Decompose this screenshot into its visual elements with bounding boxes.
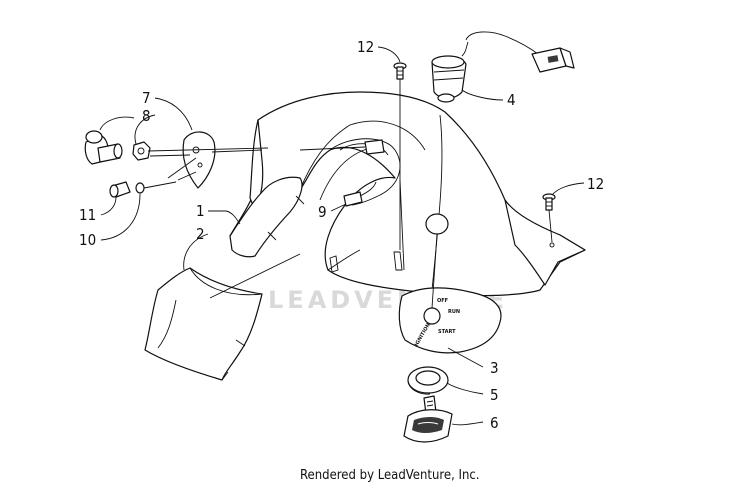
- callout-1: 1: [196, 202, 205, 220]
- callout-6: 6: [490, 414, 499, 432]
- ignition-key: [403, 395, 453, 443]
- run-label: RUN: [448, 309, 460, 315]
- accessory-plug-assembly: [84, 130, 269, 189]
- callout-2: 2: [196, 225, 205, 243]
- callout-3: 3: [490, 359, 499, 377]
- switch-plate: OFF RUN START IGNITION: [398, 233, 502, 354]
- leader-lines: [99, 46, 585, 426]
- ignition-bezel: [407, 366, 449, 395]
- callout-10: 10: [79, 231, 96, 249]
- ignition-switch: [431, 31, 575, 103]
- callout-8: 8: [142, 107, 151, 125]
- callout-4: 4: [507, 91, 516, 109]
- callout-7: 7: [142, 89, 151, 107]
- callout-12-top: 12: [357, 38, 374, 56]
- start-label: START: [438, 329, 456, 335]
- screw-right: [542, 193, 556, 243]
- off-label: OFF: [437, 298, 448, 304]
- cap-and-washer: [109, 181, 177, 198]
- callout-9: 9: [318, 203, 327, 221]
- callout-5: 5: [490, 386, 499, 404]
- footer-credit: Rendered by LeadVenture, Inc.: [300, 468, 480, 483]
- callout-12-right: 12: [587, 175, 604, 193]
- harness-connector: [343, 181, 377, 207]
- lower-panel: [144, 253, 301, 381]
- screw-top: [393, 62, 407, 250]
- callouts: 1 2 3 4 5 6 7 8 9 10 11 12 12: [79, 38, 604, 432]
- console-hood: [229, 91, 586, 297]
- callout-11: 11: [79, 206, 96, 224]
